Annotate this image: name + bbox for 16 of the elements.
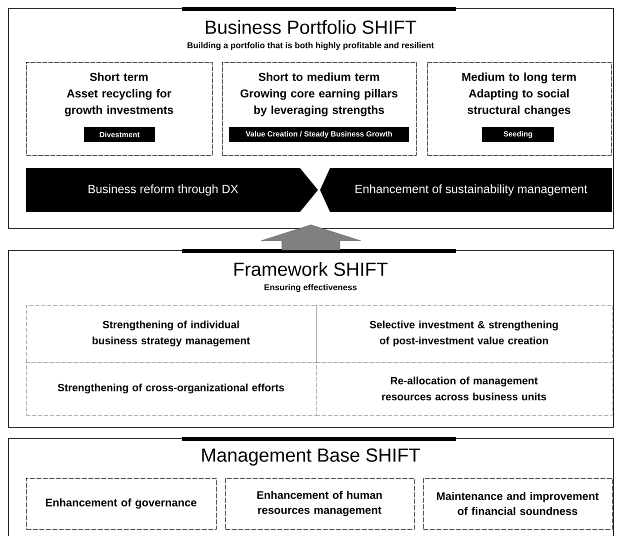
panel-title: Business Portfolio SHIFT [206,20,416,34]
panel-subtitle: Ensuring effectiveness [264,284,357,292]
framework-cell: Re-allocation of management resources across business units [316,362,612,416]
block-arrow [260,224,362,250]
chevron-banner: Enhancement of sustainability management [320,168,612,212]
framework-cell: Selective investment & strengthening of post-investment value creation [316,305,612,362]
base-box: Enhancement of governance [26,478,217,530]
base-box: Enhancement of human resources management [225,478,415,530]
panel-title: Framework SHIFT [234,262,388,276]
framework-cell: Strengthening of individual business strategy management [26,305,316,362]
panel-subtitle: Building a portfolio that is both highly profitable and resilient [188,42,434,50]
framework-cell: Strengthening of cross-organizational efforts [26,362,316,416]
panel-title: Management Base SHIFT [202,448,420,466]
node-label: Enhancement of sustainability management [356,184,588,196]
base-box: Maintenance and improvement of financial soundness [423,478,613,530]
chevron-banner: Business reform through DX [26,168,318,212]
